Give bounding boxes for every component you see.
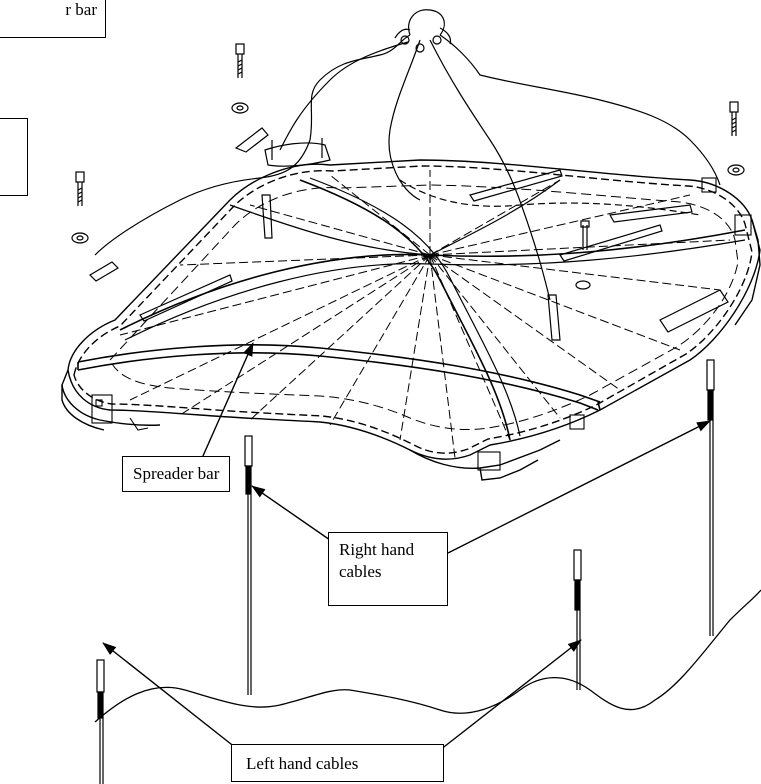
bolt-right — [727, 101, 745, 176]
arrow-left-cable-2 — [439, 639, 582, 751]
leader-arrows — [102, 342, 711, 751]
partial-label-left — [0, 118, 28, 196]
canopy-ribs — [119, 170, 746, 459]
bolt-left — [71, 171, 119, 282]
canopy-frame — [61, 159, 761, 481]
cable-1 — [96, 659, 105, 784]
bolt-center-right — [575, 220, 591, 290]
right-hand-cables-label: Right hand cables — [328, 532, 448, 606]
lifting-cables — [94, 9, 721, 301]
left-hand-cables-label: Left hand cables — [231, 744, 444, 782]
frame-slots — [139, 138, 729, 341]
ground-line — [94, 589, 761, 723]
cable-stands — [96, 359, 715, 784]
spreader-bar — [77, 344, 601, 411]
bolts — [71, 43, 745, 290]
spreader-bar-label: Spreader bar — [122, 456, 231, 492]
cable-2 — [244, 435, 253, 695]
cable-4 — [706, 359, 715, 636]
arrow-left-cable-1 — [102, 642, 237, 749]
cable-3 — [573, 549, 582, 690]
partial-label-top: r bar — [0, 0, 106, 38]
bolt-top-left — [231, 43, 269, 153]
arrow-right-cable-1 — [251, 485, 331, 541]
arrow-right-cable-2 — [447, 420, 711, 554]
corner-fittings — [91, 177, 752, 471]
arrow-spreader-bar — [194, 342, 254, 475]
